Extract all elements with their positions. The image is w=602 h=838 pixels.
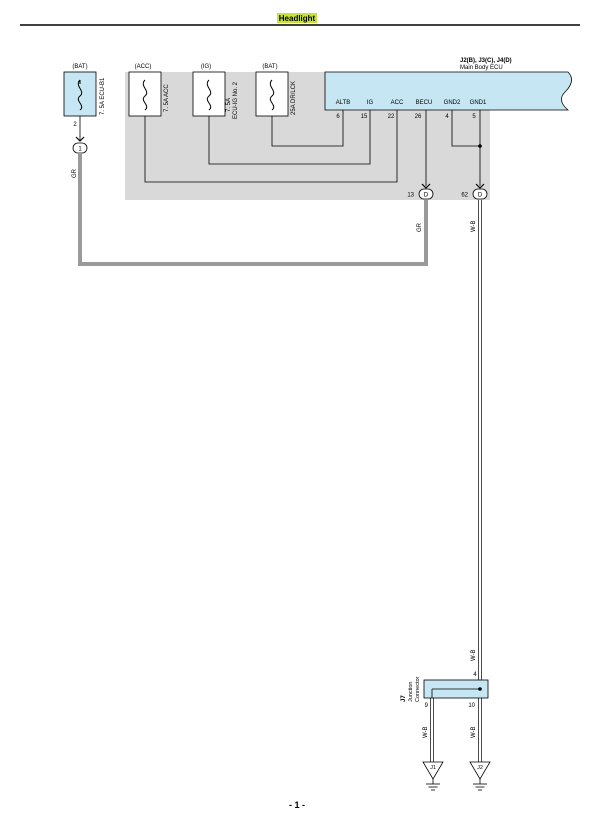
fuse-symbol-icon bbox=[77, 79, 83, 111]
ecu-codes: J2(B), J3(C), J4(D) bbox=[460, 58, 512, 64]
wire-label-gr-left: GR bbox=[72, 168, 78, 178]
fuse-symbol-icon bbox=[142, 79, 148, 111]
fuse-source-ig: (IG) bbox=[201, 64, 211, 70]
fuse-source-acc: (ACC) bbox=[135, 64, 152, 70]
fuse-symbol-icon bbox=[206, 79, 212, 111]
wire-ig bbox=[208, 110, 371, 165]
junction-pin-out-9: 9 bbox=[425, 703, 429, 709]
connector-1-id: 1 bbox=[78, 147, 82, 153]
ground-j2-label: J2 bbox=[477, 765, 483, 771]
wire-acc bbox=[144, 110, 398, 183]
connector-gnd-pin: 62 bbox=[461, 193, 468, 199]
ecu-pin-label-acc: ACC bbox=[391, 100, 404, 106]
connector-arrow-icon bbox=[475, 183, 485, 189]
ecu-pin-label-becu: BECU bbox=[416, 100, 433, 106]
fuse-source-bat-1: (BAT) bbox=[72, 64, 87, 70]
connector-gnd bbox=[472, 188, 488, 200]
page-title: Headlight bbox=[279, 14, 316, 23]
connector-becu-id: D bbox=[424, 193, 429, 199]
ecu-box bbox=[324, 71, 572, 111]
fuse-name-ecu-b1: 7. 5A ECU-B1 bbox=[100, 77, 106, 115]
junction-pin-in: 4 bbox=[473, 672, 477, 678]
ground-j2 bbox=[469, 761, 491, 780]
ecu-name: Main Body ECU bbox=[460, 65, 503, 71]
wire-gr bbox=[78, 154, 428, 266]
fuse-name-acc: 7. 5A ACC bbox=[164, 84, 170, 112]
junction-code: J7 bbox=[401, 695, 407, 702]
junction-pin-out-10: 10 bbox=[468, 703, 475, 709]
wire-label-wb-j1: W-B bbox=[423, 726, 429, 738]
fuse-symbol-icon bbox=[269, 79, 275, 111]
ecu-pin-label-gnd2: GND2 bbox=[444, 100, 461, 106]
ecu-pin-num-gnd1: 5 bbox=[472, 114, 476, 120]
wire-label-wb-mid: W-B bbox=[471, 649, 477, 661]
wire-altb bbox=[271, 110, 344, 147]
fuse-dr-lck bbox=[255, 71, 289, 117]
connector-gnd-id: D bbox=[478, 193, 483, 199]
fuse-name-dr-lck: 25A DR/LCK bbox=[291, 81, 297, 115]
wire-gnd2 bbox=[451, 110, 480, 147]
ground-j1 bbox=[422, 761, 444, 780]
connector-arrow-icon bbox=[421, 183, 431, 189]
ecu-pin-label-gnd1: GND1 bbox=[470, 100, 487, 106]
fuse-name-ecu-ig-a: 7. 5A bbox=[226, 98, 232, 112]
ecu-pin-label-altb: ALTB bbox=[336, 100, 351, 106]
ecu-pin-num-altb: 6 bbox=[336, 114, 340, 120]
connector-becu bbox=[418, 188, 434, 200]
ecu-pin-num-ig: 15 bbox=[361, 114, 368, 120]
junction-name-1: Junction bbox=[408, 682, 414, 703]
wire-label-gr-right: GR bbox=[417, 222, 423, 232]
splice-point bbox=[478, 144, 482, 148]
fuse-ecu-b1 bbox=[63, 71, 97, 117]
connector-1 bbox=[72, 142, 88, 154]
ecu-pin-label-ig: IG bbox=[367, 100, 374, 106]
ecu-pin-num-becu: 26 bbox=[415, 114, 422, 120]
connector-becu-pin: 13 bbox=[407, 193, 414, 199]
title-highlight bbox=[277, 13, 317, 23]
fuse-acc bbox=[128, 71, 162, 117]
wire-label-wb-j2: W-B bbox=[471, 726, 477, 738]
ecu-pin-num-gnd2: 4 bbox=[445, 114, 449, 120]
wire-label-wb-top: W-B bbox=[471, 220, 477, 232]
fuse-name-ecu-ig-b: ECU-IG No. 2 bbox=[233, 81, 239, 119]
fuse-ecu-ig-no2 bbox=[192, 71, 226, 117]
fuse-pin-ecu-b1: 2 bbox=[73, 122, 77, 128]
connector-arrow-icon bbox=[75, 136, 85, 142]
junction-name-2: Connector bbox=[415, 676, 421, 702]
fuse-source-bat-2: (BAT) bbox=[262, 64, 277, 70]
ecu-pin-num-acc: 22 bbox=[388, 114, 395, 120]
page-number: - 1 - bbox=[289, 800, 305, 810]
ground-j1-label: J1 bbox=[430, 765, 436, 771]
junction-splice-point bbox=[478, 687, 482, 691]
